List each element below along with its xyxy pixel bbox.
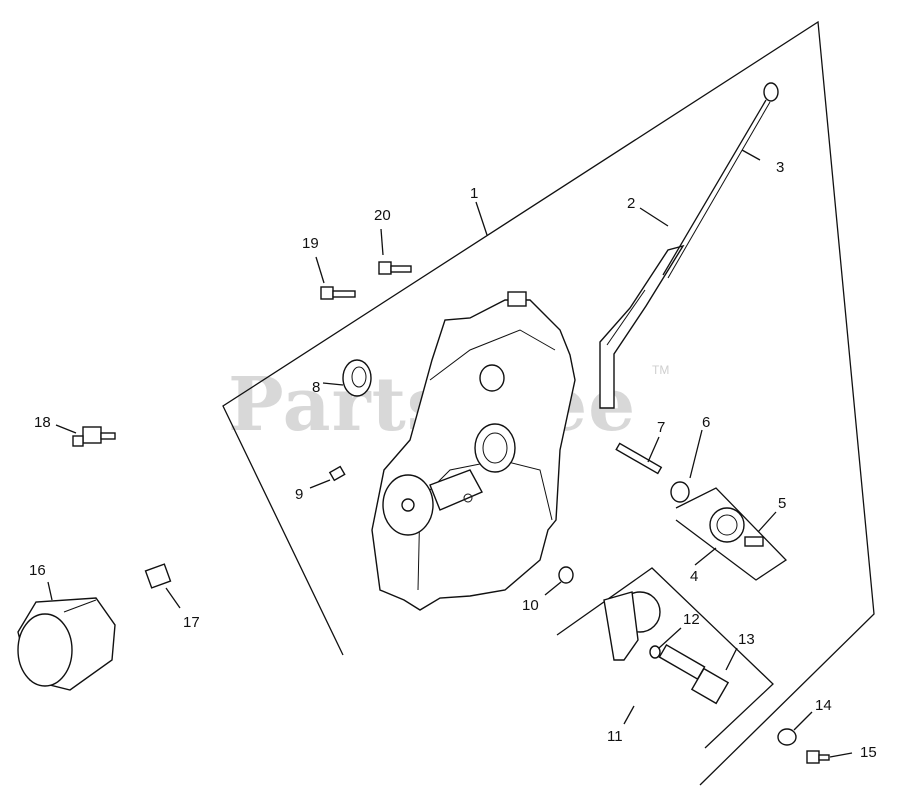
screw-15 — [806, 750, 830, 764]
callout-9: 9 — [295, 486, 303, 503]
elbow-fitting — [72, 426, 116, 447]
shaft-5 — [744, 536, 764, 547]
assembly-boundary — [222, 20, 875, 786]
callout-18: 18 — [34, 414, 51, 431]
watermark-trademark: TM — [652, 363, 669, 377]
oil-pickup — [658, 643, 730, 705]
callout-4: 4 — [690, 568, 698, 585]
dipstick — [662, 82, 779, 279]
bolt-19 — [320, 286, 356, 300]
washer-14 — [777, 728, 797, 746]
callout-11: 11 — [607, 728, 623, 745]
callout-14: 14 — [815, 697, 832, 714]
callout-17: 17 — [183, 614, 200, 631]
callout-7: 7 — [657, 419, 665, 436]
pin — [615, 442, 663, 475]
o-ring — [558, 566, 574, 584]
bolt-20 — [378, 261, 412, 275]
callout-12: 12 — [683, 611, 700, 628]
o-ring-12 — [649, 645, 661, 659]
oil-pump — [603, 591, 661, 661]
crankcase-cover — [371, 291, 576, 611]
leader-lines — [47, 149, 853, 758]
plug-screw-9 — [328, 465, 346, 482]
callout-8: 8 — [312, 379, 320, 396]
callout-10: 10 — [522, 597, 539, 614]
nipple-fitting — [144, 563, 172, 589]
callout-3: 3 — [776, 159, 784, 176]
callout-13: 13 — [738, 631, 755, 648]
subgroup-bracket-4 — [675, 487, 788, 581]
callout-6: 6 — [702, 414, 710, 431]
callout-16: 16 — [29, 562, 46, 579]
oil-seal — [342, 359, 372, 397]
callout-5: 5 — [778, 495, 786, 512]
callout-20: 20 — [374, 207, 391, 224]
callout-1: 1 — [470, 185, 478, 202]
dipstick-tube — [599, 244, 685, 409]
callout-15: 15 — [860, 744, 877, 761]
gear — [709, 507, 745, 543]
callout-19: 19 — [302, 235, 319, 252]
oil-filter — [17, 597, 116, 691]
callout-2: 2 — [627, 195, 635, 212]
washer-6 — [670, 481, 690, 503]
